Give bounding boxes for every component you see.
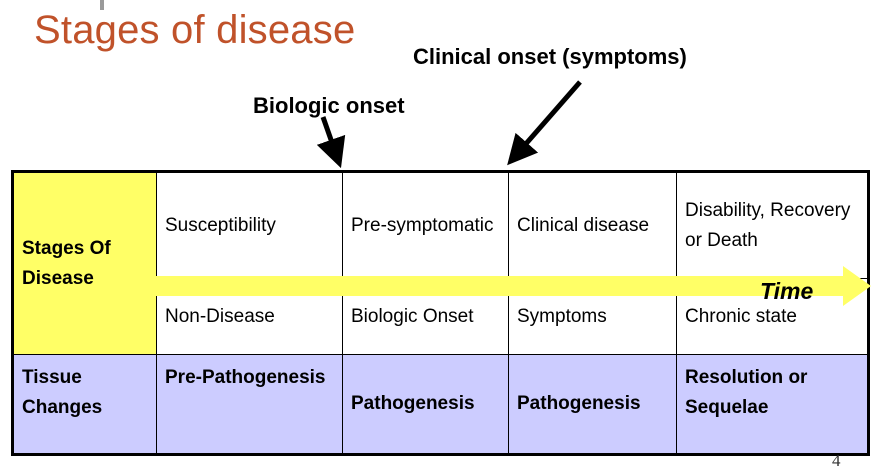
tissue-changes-header: Tissue Changes: [12, 354, 157, 455]
stages-table: Stages Of Disease Susceptibility Pre-sym…: [11, 170, 870, 456]
stage-cell-susceptibility: Susceptibility: [156, 171, 343, 279]
clinical-onset-arrow: [507, 80, 582, 166]
tissue-cell-pathogenesis-1: Pathogenesis: [342, 354, 509, 455]
clinical-onset-label: Clinical onset (symptoms): [413, 44, 687, 69]
biologic-onset-label: Biologic onset: [253, 93, 405, 118]
page-number: 4: [832, 451, 841, 470]
stage-cell-clinical-disease: Clinical disease: [508, 171, 677, 279]
biologic-onset-arrow: [316, 116, 346, 169]
stage-cell-outcome: Disability, Recovery or Death: [676, 171, 869, 279]
time-arrow: [155, 266, 871, 306]
tissue-cell-pathogenesis-2: Pathogenesis: [508, 354, 677, 455]
tissue-cell-resolution: Resolution or Sequelae: [676, 354, 869, 455]
stage-cell-presymptomatic: Pre-symptomatic: [342, 171, 509, 279]
stages-of-disease-header: Stages Of Disease: [12, 171, 157, 355]
slide-title: Stages of disease: [34, 8, 356, 52]
time-label: Time: [760, 278, 814, 304]
title-decoration: [100, 0, 104, 10]
tissue-cell-pre-pathogenesis: Pre-Pathogenesis: [156, 354, 343, 455]
